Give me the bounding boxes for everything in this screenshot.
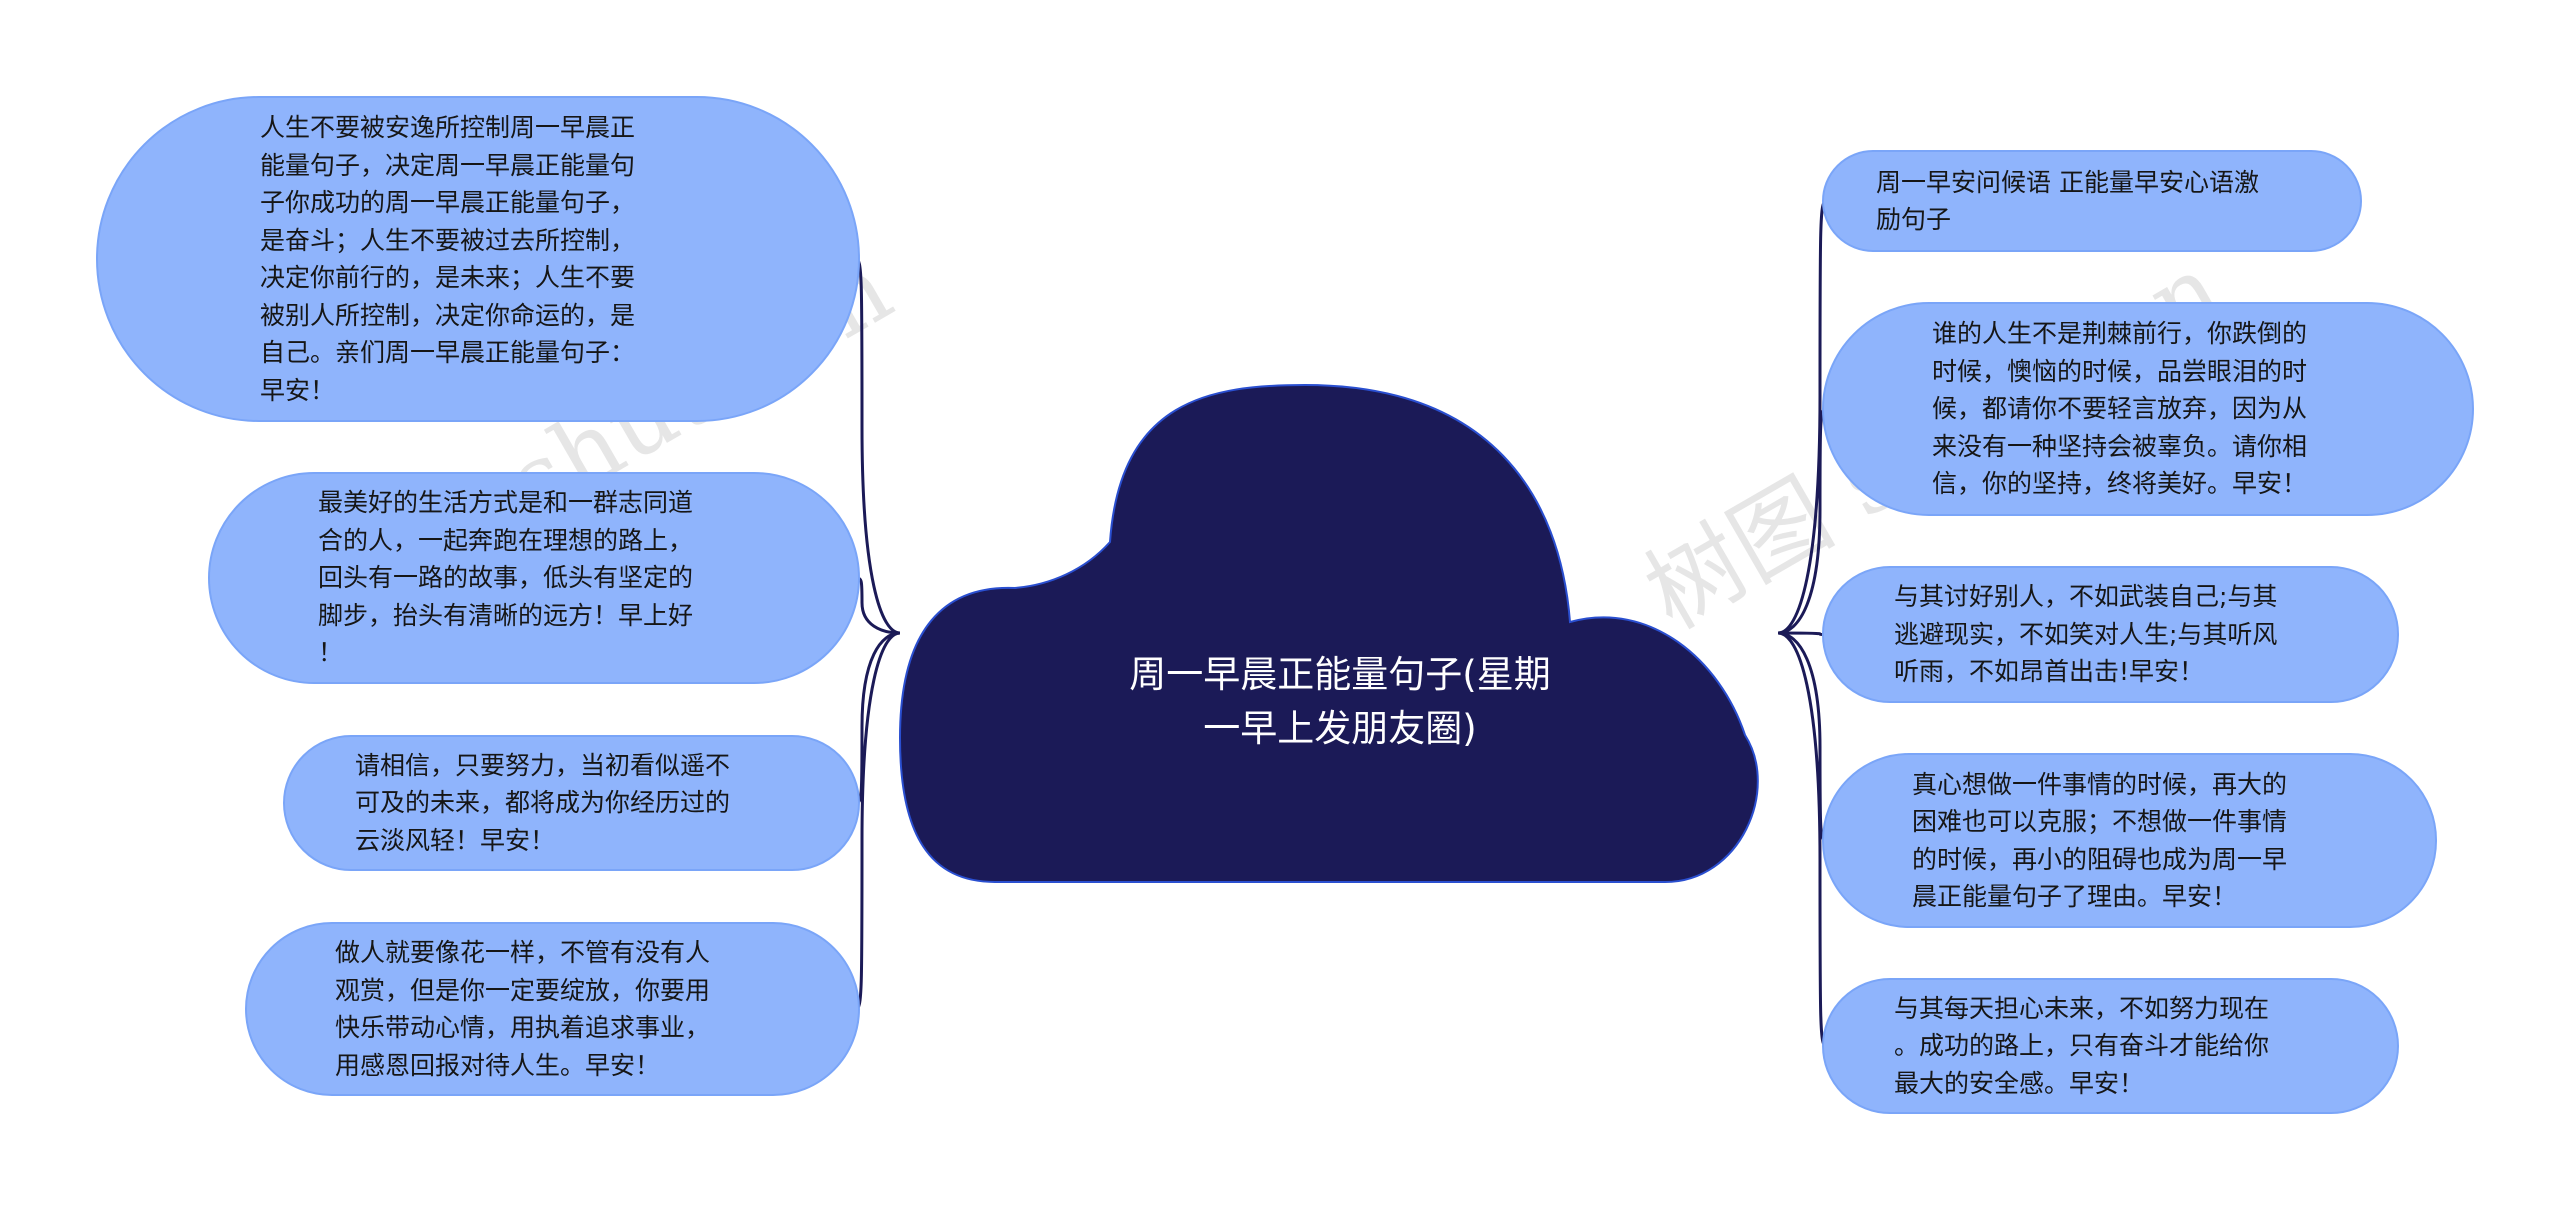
node-text-line: 脚步，抬头有清晰的远方！早上好: [318, 600, 694, 630]
node-text-line: 的时候，再小的阻碍也成为周一早: [1912, 844, 2288, 874]
node-text-line: 观赏，但是你一定要绽放，你要用: [335, 975, 711, 1005]
node-text-line: 可及的未来，都将成为你经历过的: [355, 788, 731, 818]
node-text-line: 信，你的坚持，终将美好。早安！: [1932, 469, 2308, 499]
node-text-line: 困难也可以克服；不想做一件事情: [1912, 807, 2288, 836]
node-text-line: 谁的人生不是荆棘前行，你跌倒的: [1932, 319, 2308, 349]
node-text-line: 被别人所控制，决定你命运的，是: [260, 300, 636, 330]
node-text-line: 与其讨好别人，不如武装自己;与其: [1894, 582, 2278, 612]
connector-line: [1777, 407, 1827, 635]
branch-node[interactable]: 谁的人生不是荆棘前行，你跌倒的 时候，懊恼的时候，品尝眼泪的时 候，都请你不要轻…: [1822, 302, 2474, 516]
connector-line: [855, 257, 901, 635]
connector-line: [1777, 631, 1827, 842]
node-text-line: 最大的安全感。早安！: [1894, 1068, 2145, 1098]
node-text-line: 候，都请你不要轻言放弃，因为从: [1932, 394, 2308, 424]
node-text-line: 听雨，不如昂首出击!早安！: [1894, 657, 2205, 687]
node-text-line: 做人就要像花一样，不管有没有人: [335, 938, 711, 967]
branch-node[interactable]: 做人就要像花一样，不管有没有人 观赏，但是你一定要绽放，你要用 快乐带动心情，用…: [245, 922, 860, 1096]
node-text-line: 与其每天担心未来，不如努力现在: [1894, 993, 2270, 1023]
branch-node[interactable]: 最美好的生活方式是和一群志同道 合的人，一起奔跑在理想的路上， 回头有一路的故事…: [208, 472, 860, 684]
node-text-line: 励句子: [1876, 205, 1952, 234]
node-text-line: 请相信，只要努力，当初看似遥不: [355, 750, 731, 780]
node-text-line: 来没有一种坚持会被辜负。请你相: [1932, 431, 2308, 461]
node-text-line: 回头有一路的故事，低头有坚定的: [318, 563, 694, 593]
branch-node[interactable]: 真心想做一件事情的时候，再大的 困难也可以克服；不想做一件事情 的时候，再小的阻…: [1822, 753, 2437, 928]
node-text-line: 人生不要被安逸所控制周一早晨正: [260, 113, 636, 142]
node-text-line: 能量句子，决定周一早晨正能量句: [260, 150, 636, 180]
central-cloud[interactable]: [898, 383, 1759, 883]
connector-line: [855, 631, 901, 1011]
node-text-line: 用感恩回报对待人生。早安！: [335, 1050, 661, 1080]
branch-node[interactable]: 与其讨好别人，不如武装自己;与其 逃避现实，不如笑对人生;与其听风 听雨，不如昂…: [1822, 566, 2399, 703]
branch-node[interactable]: 请相信，只要努力，当初看似遥不 可及的未来，都将成为你经历过的 云淡风轻！早安！: [283, 735, 860, 871]
node-text-line: 合的人，一起奔跑在理想的路上，: [318, 525, 694, 555]
cloud-shape: [898, 383, 1759, 883]
node-text-line: 时候，懊恼的时候，品尝眼泪的时: [1932, 356, 2308, 386]
connector-line: [1777, 199, 1827, 635]
node-text-line: 真心想做一件事情的时候，再大的: [1912, 769, 2288, 799]
node-text-line: 快乐带动心情，用执着追求事业，: [335, 1013, 711, 1042]
node-text-line: 。成功的路上，只有奋斗才能给你: [1894, 1031, 2270, 1061]
central-topic-line-2: 一早上发朋友圈): [1203, 707, 1477, 750]
branch-node[interactable]: 与其每天担心未来，不如努力现在 。成功的路上，只有奋斗才能给你 最大的安全感。早…: [1822, 978, 2399, 1114]
branch-node[interactable]: 人生不要被安逸所控制周一早晨正 能量句子，决定周一早晨正能量句 子你成功的周一早…: [96, 96, 860, 422]
central-topic[interactable]: 周一早晨正能量句子(星期 一早上发朋友圈): [1090, 648, 1590, 756]
node-text-line: ！: [318, 638, 344, 668]
node-text-line: 自己。亲们周一早晨正能量句子：: [260, 338, 636, 367]
node-text-line: 逃避现实，不如笑对人生;与其听风: [1894, 619, 2278, 649]
node-text-line: 决定你前行的，是未来；人生不要: [260, 263, 636, 292]
connector-line: [855, 631, 901, 805]
node-text-line: 云淡风轻！早安！: [355, 825, 556, 855]
node-text-line: 最美好的生活方式是和一群志同道: [318, 488, 694, 518]
branch-node[interactable]: 周一早安问候语 正能量早安心语激 励句子: [1822, 150, 2362, 252]
node-text-line: 周一早安问候语 正能量早安心语激: [1876, 167, 2259, 197]
node-text-line: 早安！: [260, 375, 336, 405]
left-connectors: [855, 257, 901, 1011]
node-text-line: 是奋斗；人生不要被过去所控制，: [260, 225, 636, 255]
central-topic-line-1: 周一早晨正能量句子(星期: [1129, 653, 1551, 696]
node-text-line: 子你成功的周一早晨正能量句子，: [260, 188, 636, 217]
right-connectors: [1777, 199, 1827, 1048]
node-text-line: 晨正能量句子了理由。早安！: [1912, 882, 2238, 911]
connector-line: [1777, 631, 1827, 1048]
